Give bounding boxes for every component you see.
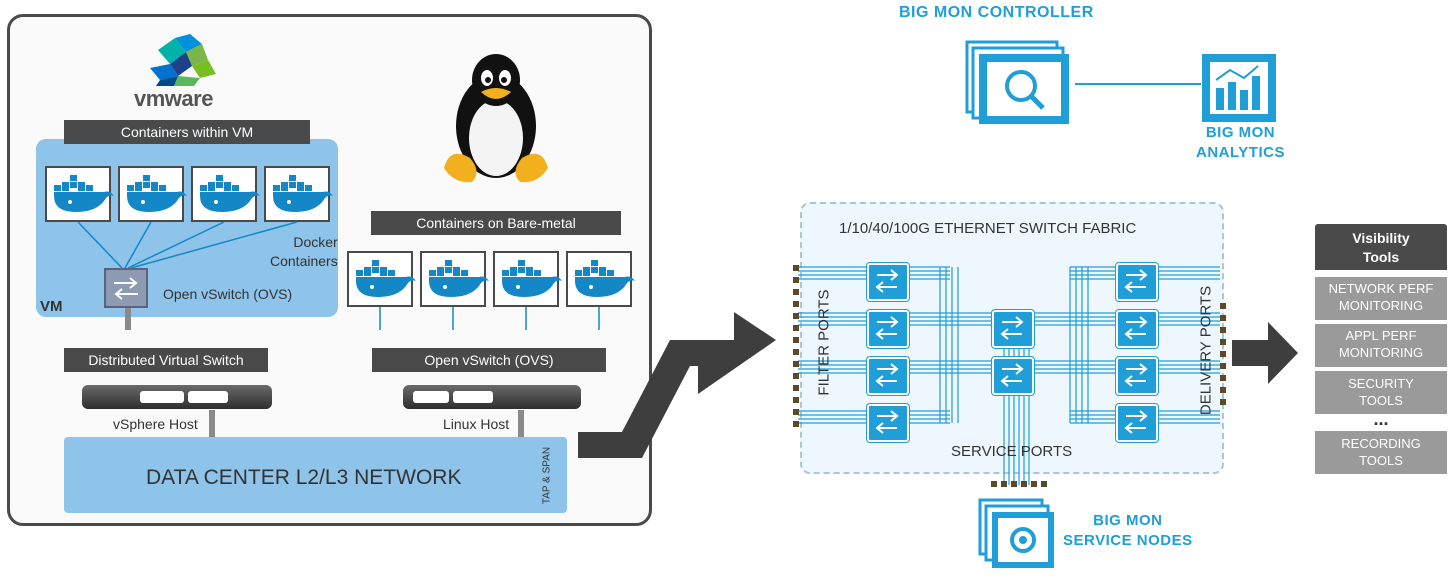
tap-span-label: TAP & SPAN (541, 446, 553, 505)
delivery-ports-label: DELIVERY PORTS (1197, 285, 1215, 416)
data-center-network-label: DATA CENTER L2/L3 NETWORK (146, 466, 462, 489)
tux-penguin-icon (444, 54, 548, 183)
containers-bare-metal-label: Containers on Bare-metal (371, 211, 621, 235)
fabric-switch-icon (867, 310, 909, 348)
vmware-logo-icon (150, 34, 216, 86)
distributed-virtual-switch-label: Distributed Virtual Switch (64, 348, 268, 372)
vsphere-host-label: vSphere Host (113, 416, 198, 432)
vm-label: VM (40, 298, 63, 315)
flow-arrow-icon (1232, 322, 1298, 384)
fabric-switch-icon (867, 404, 909, 442)
controller-title: BIG MON CONTROLLER (899, 4, 1094, 21)
docker-whale-icons (54, 175, 635, 330)
ovs-linux-label: Open vSwitch (OVS) (372, 348, 606, 372)
service-ports-label: SERVICE PORTS (951, 443, 1073, 460)
fabric-switch-icon (867, 263, 909, 301)
analytics-label: BIG MON ANALYTICS (1196, 124, 1285, 161)
service-nodes-label: BIG MON SERVICE NODES (1063, 512, 1193, 549)
fabric-switch-icon (867, 357, 909, 395)
virtual-switch-icon (104, 268, 148, 308)
service-node-gear-icon (978, 498, 1054, 568)
tool-security: SECURITY TOOLS (1315, 371, 1447, 414)
tool-recording: RECORDING TOOLS (1315, 431, 1447, 474)
flow-arrow-icon (578, 312, 776, 458)
fabric-switch-icon (992, 357, 1034, 395)
fabric-title: 1/10/40/100G ETHERNET SWITCH FABRIC (839, 220, 1137, 237)
docker-whale-icon (575, 260, 635, 297)
switch-arrow-glyphs (876, 269, 1147, 434)
fabric-switch-icon (1116, 263, 1158, 301)
docker-whale-icon (429, 260, 489, 297)
tool-network-perf: NETWORK PERF MONITORING (1315, 277, 1447, 320)
visibility-tools-title: Visibility Tools (1315, 224, 1447, 270)
docker-whale-icon (502, 260, 562, 297)
fabric-switch-icon (1116, 404, 1158, 442)
ovs-vm-label: Open vSwitch (OVS) (163, 286, 293, 302)
docker-whale-icon (273, 175, 333, 212)
docker-whale-icon (356, 260, 416, 297)
linux-server-host-icon (403, 385, 581, 409)
analytics-chart-icon (1202, 54, 1276, 122)
fabric-switch-icon (1116, 357, 1158, 395)
fabric-switch-icon (1116, 310, 1158, 348)
tools-ellipsis: ... (1373, 409, 1389, 429)
docker-whale-icon (200, 175, 260, 212)
vmware-logo-text: vmware (134, 86, 213, 111)
tool-appl-perf: APPL PERF MONITORING (1315, 324, 1447, 367)
data-center-network-box (64, 437, 567, 513)
filter-ports-label: FILTER PORTS (815, 289, 833, 396)
docker-whale-icon (54, 175, 114, 212)
vsphere-server-host-icon (82, 385, 272, 409)
docker-whale-icon (127, 175, 187, 212)
containers-within-vm-label: Containers within VM (64, 120, 310, 144)
fabric-switch-icon (992, 310, 1034, 348)
linux-host-label: Linux Host (443, 416, 510, 432)
docker-containers-label: Docker Containers (270, 234, 338, 269)
controller-search-icon (965, 40, 1069, 124)
